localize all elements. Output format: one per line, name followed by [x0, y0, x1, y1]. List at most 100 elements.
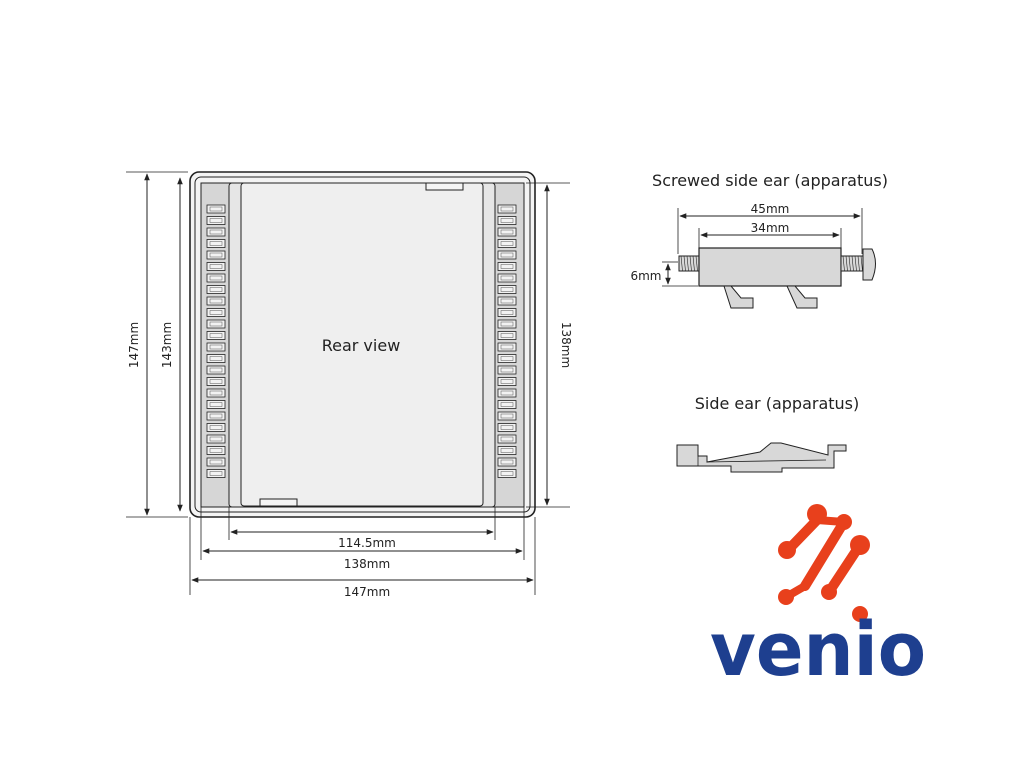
terminal-slot	[497, 354, 517, 363]
terminal-slot	[206, 285, 226, 294]
terminal-slot	[497, 365, 517, 375]
terminal-strip-right	[497, 204, 517, 478]
terminal-slot	[497, 457, 517, 467]
thread-line	[683, 255, 686, 272]
terminal-screw	[209, 436, 223, 442]
dim-inner-height-label: 143mm	[160, 322, 174, 368]
thread-line	[692, 255, 695, 272]
terminal-slot	[206, 446, 226, 455]
hook-left	[723, 285, 754, 309]
thread-line	[842, 255, 845, 272]
terminal-screw	[209, 241, 223, 246]
screwed-ear-title: Screwed side ear (apparatus)	[652, 171, 888, 190]
terminal-screw	[209, 448, 223, 453]
terminal-slot	[497, 469, 517, 478]
terminal-slot	[206, 469, 226, 478]
screw-head	[862, 248, 876, 281]
thread-line	[848, 255, 851, 272]
screwed-side-ear-drawing: Screwed side ear (apparatus) 45mm 34mm 6…	[630, 171, 888, 309]
terminal-screw	[209, 459, 223, 465]
terminal-slot	[497, 331, 517, 340]
terminal-slot	[497, 250, 517, 260]
terminal-slot	[206, 388, 226, 398]
dim-ear-height-label: 6mm	[630, 269, 661, 283]
terminal-screw	[500, 264, 514, 269]
terminal-slot	[206, 296, 226, 306]
side-ear-shape	[676, 442, 847, 473]
terminal-slot	[206, 273, 226, 283]
terminal-slot	[206, 204, 226, 214]
terminal-screw	[209, 367, 223, 373]
top-tab	[425, 182, 464, 191]
dim-right-height-label: 138mm	[559, 322, 573, 368]
dim-mid-width-label: 138mm	[344, 557, 390, 571]
terminal-slot	[497, 377, 517, 386]
terminal-slot	[206, 262, 226, 271]
terminal-slot	[497, 319, 517, 329]
terminal-screw	[500, 321, 514, 327]
terminal-screw	[500, 344, 514, 350]
terminal-screw	[209, 356, 223, 361]
terminal-screw	[209, 402, 223, 407]
thread-line	[686, 255, 689, 272]
terminal-screw	[500, 241, 514, 246]
terminal-slot	[497, 308, 517, 317]
terminal-screw	[500, 298, 514, 304]
logo-molecule-icon	[778, 504, 870, 622]
terminal-screw	[209, 218, 223, 223]
terminal-slot	[497, 342, 517, 352]
terminal-screw	[500, 310, 514, 315]
terminal-screw	[500, 218, 514, 223]
dim-ear-body-label: 34mm	[751, 221, 790, 235]
terminal-slot	[497, 388, 517, 398]
terminal-slot	[206, 423, 226, 432]
right-screw-thread	[842, 255, 863, 272]
dim-outer-height-label: 147mm	[127, 322, 141, 368]
thread-line	[845, 255, 848, 272]
terminal-slot	[497, 446, 517, 455]
terminal-screw	[209, 333, 223, 338]
hook-right	[786, 285, 818, 309]
terminal-slot	[206, 354, 226, 363]
terminal-slot	[206, 400, 226, 409]
terminal-screw	[500, 275, 514, 281]
terminal-slot	[497, 434, 517, 444]
thread-line	[854, 255, 857, 272]
thread-line	[680, 255, 683, 272]
terminal-screw	[209, 321, 223, 327]
side-ear-drawing: Side ear (apparatus)	[676, 394, 859, 473]
terminal-screw	[500, 413, 514, 419]
terminal-screw	[500, 436, 514, 442]
terminal-screw	[209, 425, 223, 430]
dim-inner-width-label: 114.5mm	[338, 536, 396, 550]
terminal-slot	[497, 216, 517, 225]
terminal-slot	[206, 365, 226, 375]
terminal-screw	[209, 379, 223, 384]
terminal-screw	[500, 252, 514, 258]
terminal-screw	[209, 264, 223, 269]
terminal-screw	[500, 229, 514, 235]
terminal-screw	[500, 459, 514, 465]
terminal-strip-left	[206, 204, 226, 478]
terminal-screw	[500, 287, 514, 292]
terminal-slot	[206, 377, 226, 386]
terminal-screw	[209, 298, 223, 304]
thread-line	[851, 255, 854, 272]
terminal-slot	[206, 342, 226, 352]
casing-inner-edge	[194, 176, 531, 513]
terminal-screw	[209, 471, 223, 476]
terminal-screw	[500, 425, 514, 430]
bottom-tab	[259, 498, 298, 507]
terminal-screw	[500, 471, 514, 476]
logo-wordmark: venio	[710, 607, 926, 693]
rear-panel-face	[240, 182, 484, 507]
terminal-screw	[209, 344, 223, 350]
terminal-screw	[209, 275, 223, 281]
left-screw-thread	[680, 255, 698, 272]
terminal-slot	[497, 227, 517, 237]
terminal-slot	[206, 411, 226, 421]
terminal-slot	[206, 250, 226, 260]
terminal-screw	[500, 402, 514, 407]
terminal-screw	[500, 333, 514, 338]
